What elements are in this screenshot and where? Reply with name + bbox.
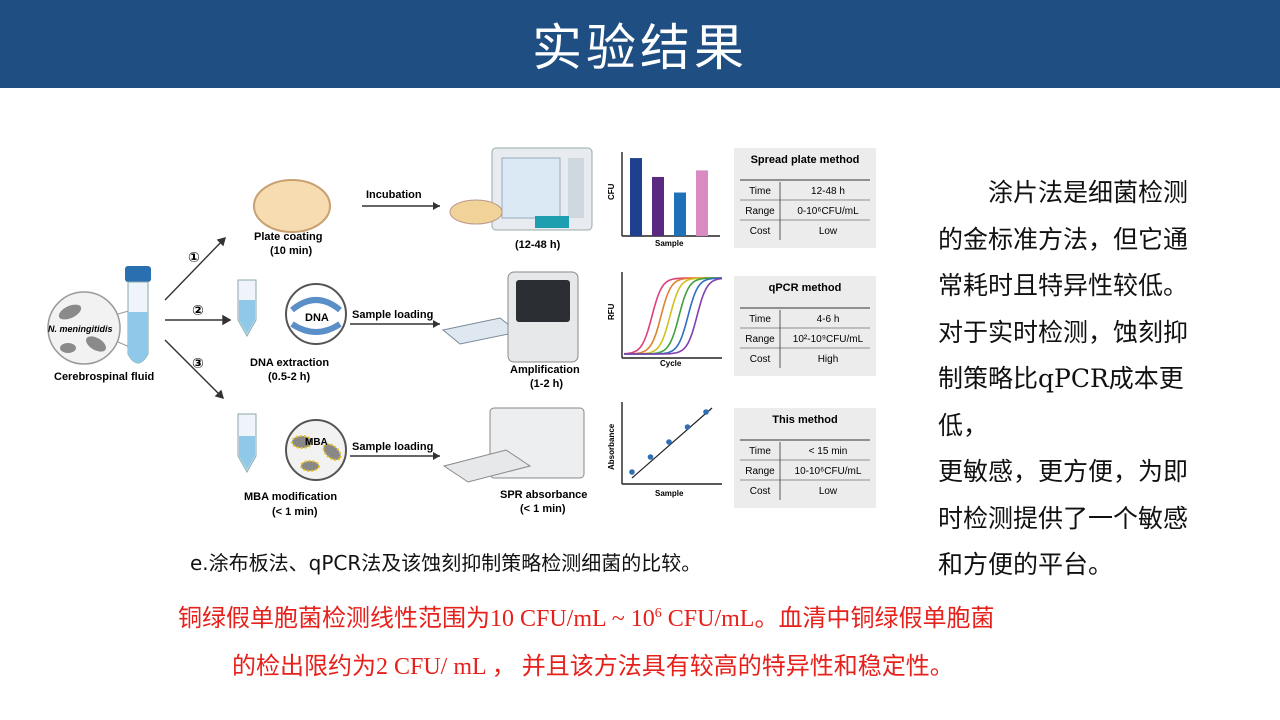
dna-tag: DNA xyxy=(305,312,329,324)
qpcr-curve xyxy=(624,277,723,355)
bar xyxy=(674,192,686,236)
summary-text: CFU/mL。血清中铜绿假单胞菌 xyxy=(661,606,995,632)
method-comparison-figure: N. meningitidis Cerebrospinal fluid ① ② … xyxy=(47,147,876,518)
spr-ylabel: Absorbance xyxy=(607,423,616,470)
table-cell-value: 10²-10⁹CFU/mL xyxy=(793,334,864,345)
summary-text: 铜绿假单胞菌检测线性范围为10 CFU/mL ~ 10 xyxy=(178,606,655,632)
plate-label: Plate coating xyxy=(254,231,322,243)
qpcr-curve xyxy=(624,277,722,355)
dna-label: DNA extraction xyxy=(250,357,329,369)
side-line: 涂片法是细菌检测 xyxy=(988,178,1189,207)
table-cell-value: 10-10⁶CFU/mL xyxy=(795,466,862,477)
table-cell-label: Range xyxy=(745,466,775,477)
table-cell-label: Cost xyxy=(750,354,771,365)
dna-time: (0.5-2 h) xyxy=(268,371,311,383)
table-cell-label: Time xyxy=(749,446,771,457)
table-cell-value: < 15 min xyxy=(809,446,848,457)
title-bar: 实验结果 xyxy=(0,0,1280,88)
table-cell-value: Low xyxy=(819,226,838,237)
amplification-label: Amplification xyxy=(510,364,580,376)
qpcr-curve xyxy=(623,277,722,355)
spr-time: (< 1 min) xyxy=(520,503,566,515)
spr-scatter-chart: Absorbance Sample xyxy=(607,402,722,498)
qpcr-curve-chart: RFU Cycle xyxy=(607,272,723,368)
table-title: This method xyxy=(772,414,837,426)
bar xyxy=(630,158,642,236)
plate-time: (10 min) xyxy=(270,245,313,257)
spr-xlabel: Sample xyxy=(655,489,684,498)
side-line: 和方便的平台。 xyxy=(938,550,1114,579)
plate-coating-step: Plate coating (10 min) Incubation (12-48… xyxy=(253,147,593,257)
step-3-marker: ③ xyxy=(192,355,204,371)
spr-label: SPR absorbance xyxy=(500,489,587,501)
cfu-bar-chart: CFU Sample xyxy=(607,152,720,248)
data-point xyxy=(684,424,691,430)
dna-extraction-step: DNA DNA extraction (0.5-2 h) Sample load… xyxy=(237,271,580,390)
side-line: 对于实时检测，蚀刻抑 xyxy=(938,317,1189,347)
sample-label: Cerebrospinal fluid xyxy=(54,371,154,383)
summary-exponent: 6 xyxy=(654,606,662,621)
data-point xyxy=(666,439,672,445)
step-1-marker: ① xyxy=(188,249,200,265)
spr-plate-icon xyxy=(442,449,532,483)
side-line: 更敏感，更方便，为即 xyxy=(938,457,1189,486)
table-title: qPCR method xyxy=(769,282,842,294)
side-line: 常耗时且特异性较低。 xyxy=(938,271,1189,300)
bar-xlabel: Sample xyxy=(655,239,684,248)
summary-line-2: 的检出限约为2 CFU/ mL ， 并且该方法具有较高的特异性和稳定性。 xyxy=(232,654,954,680)
mba-time: (< 1 min) xyxy=(272,506,318,518)
qpcr-curve xyxy=(624,277,722,355)
bar xyxy=(696,170,708,236)
table-cell-value: 12-48 h xyxy=(811,186,845,197)
table-cell-value: 4-6 h xyxy=(817,314,840,325)
bar-ylabel: CFU xyxy=(607,183,616,200)
side-line: 制策略比qPCR成本更低， xyxy=(938,364,1184,440)
csf-sample: N. meningitidis Cerebrospinal fluid xyxy=(47,266,154,383)
branch-arrows xyxy=(164,236,232,400)
petri-dish-icon xyxy=(253,179,331,233)
amplification-time: (1-2 h) xyxy=(530,378,563,390)
dna-arrow-label: Sample loading xyxy=(352,309,433,321)
side-description: 涂片法是细菌检测 的金标准方法，但它通 常耗时且特异性较低。 对于实时检测，蚀刻… xyxy=(938,170,1228,589)
page-title: 实验结果 xyxy=(532,19,748,77)
mba-bacteria-icon xyxy=(285,419,347,481)
table-cell-label: Time xyxy=(749,186,771,197)
table-cell-label: Range xyxy=(745,206,775,217)
side-line: 时检测提供了一个敏感 xyxy=(938,503,1189,533)
table-cell-label: Cost xyxy=(750,226,771,237)
table-cell-value: 0-10⁶CFU/mL xyxy=(797,206,859,217)
well-plate-icon xyxy=(441,317,520,345)
data-point xyxy=(629,469,635,475)
figure-caption: e.涂布板法、qPCR法及该蚀刻抑制策略检测细菌的比较。 xyxy=(190,551,702,575)
summary-line-1: 铜绿假单胞菌检测线性范围为10 CFU/mL ~ 106 CFU/mL。血清中铜… xyxy=(0,598,1280,633)
mba-tag: MBA xyxy=(305,437,328,448)
mba-arrow-label: Sample loading xyxy=(352,441,433,453)
organism-label: N. meningitidis xyxy=(48,324,113,334)
side-line: 的金标准方法，但它通 xyxy=(938,224,1189,254)
table-cell-value: High xyxy=(818,354,839,365)
step-2-marker: ② xyxy=(192,302,204,318)
qpcr-ylabel: RFU xyxy=(607,303,616,320)
data-point xyxy=(647,454,654,460)
mba-label: MBA modification xyxy=(244,491,337,503)
data-point xyxy=(703,409,709,415)
table-cell-value: Low xyxy=(819,486,838,497)
incubation-time: (12-48 h) xyxy=(515,239,561,251)
bar xyxy=(652,176,664,236)
qpcr-xlabel: Cycle xyxy=(660,359,682,368)
table-cell-label: Time xyxy=(749,314,771,325)
table-cell-label: Range xyxy=(745,334,775,345)
tube-cap-icon xyxy=(125,266,151,282)
mba-modification-step: MBA MBA modification (< 1 min) Sample lo… xyxy=(237,407,587,518)
plate-colonies-icon xyxy=(449,199,503,225)
table-cell-label: Cost xyxy=(750,486,771,497)
incubation-arrow-label: Incubation xyxy=(366,189,422,201)
qpcr-curve xyxy=(624,277,722,355)
qpcr-curve xyxy=(623,277,722,355)
table-title: Spread plate method xyxy=(751,154,860,166)
